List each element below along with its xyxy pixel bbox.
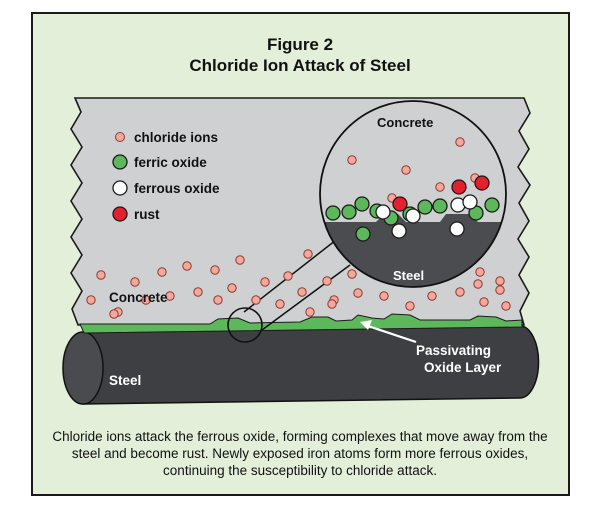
- passivating-label-line1: Passivating: [416, 343, 491, 358]
- chloride-ion: [157, 267, 167, 277]
- zoom-ferrous-oxide: [391, 223, 407, 239]
- chloride-ion: [130, 277, 140, 287]
- zoom-ferric-oxide: [484, 197, 500, 213]
- chloride-ion: [495, 285, 505, 295]
- chloride-ion: [235, 255, 245, 265]
- zoom-ferrous-oxide: [462, 194, 478, 210]
- concrete-label: Concrete: [109, 290, 168, 305]
- chloride-ion: [455, 287, 465, 297]
- chloride-ion: [475, 267, 485, 277]
- zoom-ferric-oxide: [355, 226, 371, 242]
- chloride-ion: [141, 295, 151, 305]
- chloride-ion: [260, 277, 270, 287]
- passivating-label-line2: Oxide Layer: [424, 360, 502, 375]
- zoom-chloride-ion: [455, 137, 465, 147]
- legend-ferrous-swatch: [112, 180, 128, 196]
- chloride-ion: [213, 295, 223, 305]
- zoom-ferric-oxide: [325, 205, 341, 221]
- zoom-source-circle: [227, 307, 263, 343]
- chloride-ion: [379, 291, 389, 301]
- chloride-ion: [353, 288, 363, 298]
- chloride-ion: [182, 261, 192, 271]
- chloride-ion: [109, 309, 119, 319]
- chloride-ion: [347, 269, 357, 279]
- legend-ferric-swatch: [112, 154, 128, 170]
- chloride-ion: [473, 279, 483, 289]
- chloride-ion: [283, 271, 293, 281]
- chloride-ion: [427, 291, 437, 301]
- zoom-concrete-label: Concrete: [377, 115, 433, 130]
- chloride-ion: [193, 287, 203, 297]
- steel-bar: [62, 325, 540, 405]
- zoom-rust: [474, 175, 490, 191]
- figure-caption: Chloride ions attack the ferrous oxide, …: [52, 429, 548, 478]
- passivating-callout: Passivating Oxide Layer: [360, 320, 502, 375]
- chloride-ion: [305, 307, 315, 317]
- zoom-ferric-oxide: [432, 198, 448, 214]
- chloride-ion: [297, 287, 307, 297]
- legend: chloride ions ferric oxide ferrous oxide…: [112, 130, 220, 222]
- chloride-ion: [227, 283, 237, 293]
- zoom-ferrous-oxide: [449, 221, 465, 237]
- passivating-arrow-line: [367, 324, 417, 344]
- zoom-connector-lower: [261, 264, 351, 331]
- legend-ferrous-label: ferrous oxide: [134, 181, 220, 196]
- zoom-rust: [392, 196, 408, 212]
- chloride-ion: [495, 276, 505, 286]
- zoom-ferric-oxide: [354, 196, 370, 212]
- steel-label: Steel: [109, 373, 141, 388]
- chloride-ion: [165, 291, 175, 301]
- zoom-chloride-ion: [401, 165, 411, 175]
- zoom-steel-label: Steel: [393, 268, 424, 283]
- chloride-ion: [501, 301, 511, 311]
- chloride-ion: [405, 301, 415, 311]
- chloride-ion: [275, 299, 285, 309]
- chloride-ion: [479, 297, 489, 307]
- zoom-ferric-oxide: [341, 204, 357, 220]
- figure-title: Chloride Ion Attack of Steel: [189, 56, 411, 75]
- zoom-ferrous-oxide: [375, 204, 391, 220]
- figure-heading: Figure 2 Chloride Ion Attack of Steel: [0, 34, 600, 76]
- zoom-ferric-oxide: [417, 199, 433, 215]
- passivating-arrow-head: [360, 320, 372, 330]
- chloride-ion: [322, 276, 332, 286]
- zoom-chloride-ion: [435, 182, 445, 192]
- chloride-ion: [251, 295, 261, 305]
- chloride-ion: [86, 295, 96, 305]
- passivating-oxide-layer: [79, 313, 523, 334]
- chloride-ion: [303, 249, 313, 259]
- zoom-circle-border: [319, 100, 507, 288]
- legend-chloride-swatch: [115, 132, 125, 142]
- legend-rust-swatch: [112, 206, 128, 222]
- legend-ferric-label: ferric oxide: [134, 155, 207, 170]
- zoom-chloride-ion: [347, 155, 357, 165]
- zoom-ferrous-oxide: [405, 208, 421, 224]
- chloride-ion: [210, 265, 220, 275]
- zoom-rust: [451, 179, 467, 195]
- chloride-ion: [327, 299, 337, 309]
- figure-number: Figure 2: [266, 35, 334, 54]
- chloride-ion: [96, 270, 106, 280]
- legend-rust-label: rust: [134, 207, 160, 222]
- legend-chloride-label: chloride ions: [134, 130, 218, 145]
